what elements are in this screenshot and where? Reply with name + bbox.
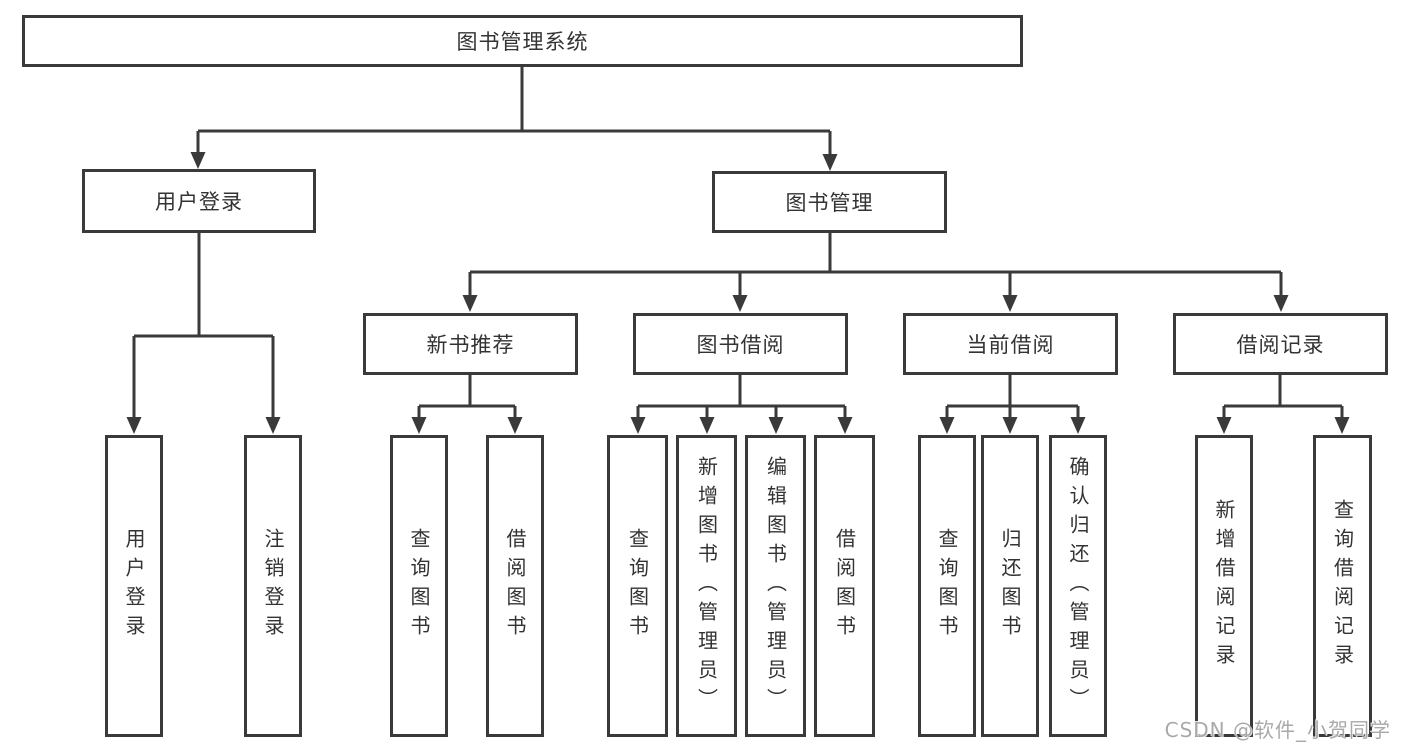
connector-path	[132, 67, 1344, 419]
node-label: 新增借阅记录	[1212, 499, 1236, 673]
node-label: 借阅图书	[832, 528, 857, 644]
node-label: 图书借阅	[696, 333, 785, 357]
leaf-borrow-books: 借阅图书	[814, 435, 875, 737]
node-new-book-recommend: 新书推荐	[363, 313, 578, 375]
leaf-query-books-recommend: 查询图书	[390, 435, 448, 737]
node-label: 图书管理	[785, 191, 874, 215]
leaf-confirm-return-admin: 确认归还（管理员）	[1049, 435, 1107, 737]
leaf-edit-book-admin: 编辑图书（管理员）	[745, 435, 806, 737]
node-book-borrow: 图书借阅	[633, 313, 848, 375]
leaf-query-borrow-record: 查询借阅记录	[1313, 435, 1372, 737]
node-label: 确认归还（管理员）	[1066, 455, 1090, 717]
node-label: 图书管理系统	[456, 30, 589, 54]
node-label: 新增图书（管理员）	[694, 455, 719, 717]
node-current-borrow: 当前借阅	[903, 313, 1118, 375]
node-root: 图书管理系统	[22, 15, 1023, 67]
node-label: 归还图书	[998, 528, 1022, 644]
node-label: 借阅记录	[1236, 333, 1325, 357]
node-label: 查询图书	[407, 528, 431, 644]
node-label: 用户登录	[155, 190, 243, 214]
node-label: 查询借阅记录	[1330, 499, 1355, 673]
leaf-borrow-books-recommend: 借阅图书	[486, 435, 544, 737]
node-label: 借阅图书	[503, 528, 527, 644]
leaf-add-book-admin: 新增图书（管理员）	[676, 435, 737, 737]
node-label: 查询图书	[935, 528, 959, 644]
leaf-user-login: 用户登录	[105, 435, 163, 737]
watermark: CSDN @软件_小贺同学	[1164, 718, 1391, 742]
leaf-return-book: 归还图书	[981, 435, 1039, 737]
node-label: 新书推荐	[426, 333, 515, 357]
node-label: 查询图书	[625, 528, 650, 644]
node-book-management: 图书管理	[712, 171, 947, 233]
leaf-add-borrow-record: 新增借阅记录	[1195, 435, 1253, 737]
leaf-query-books-borrow: 查询图书	[607, 435, 668, 737]
leaf-query-books-current: 查询图书	[918, 435, 976, 737]
node-label: 注销登录	[261, 528, 285, 644]
node-label: 用户登录	[122, 528, 146, 644]
leaf-logout: 注销登录	[244, 435, 302, 737]
node-borrow-records: 借阅记录	[1173, 313, 1388, 375]
node-label: 编辑图书（管理员）	[763, 455, 788, 717]
node-user-login: 用户登录	[82, 169, 316, 233]
node-label: 当前借阅	[966, 333, 1055, 357]
